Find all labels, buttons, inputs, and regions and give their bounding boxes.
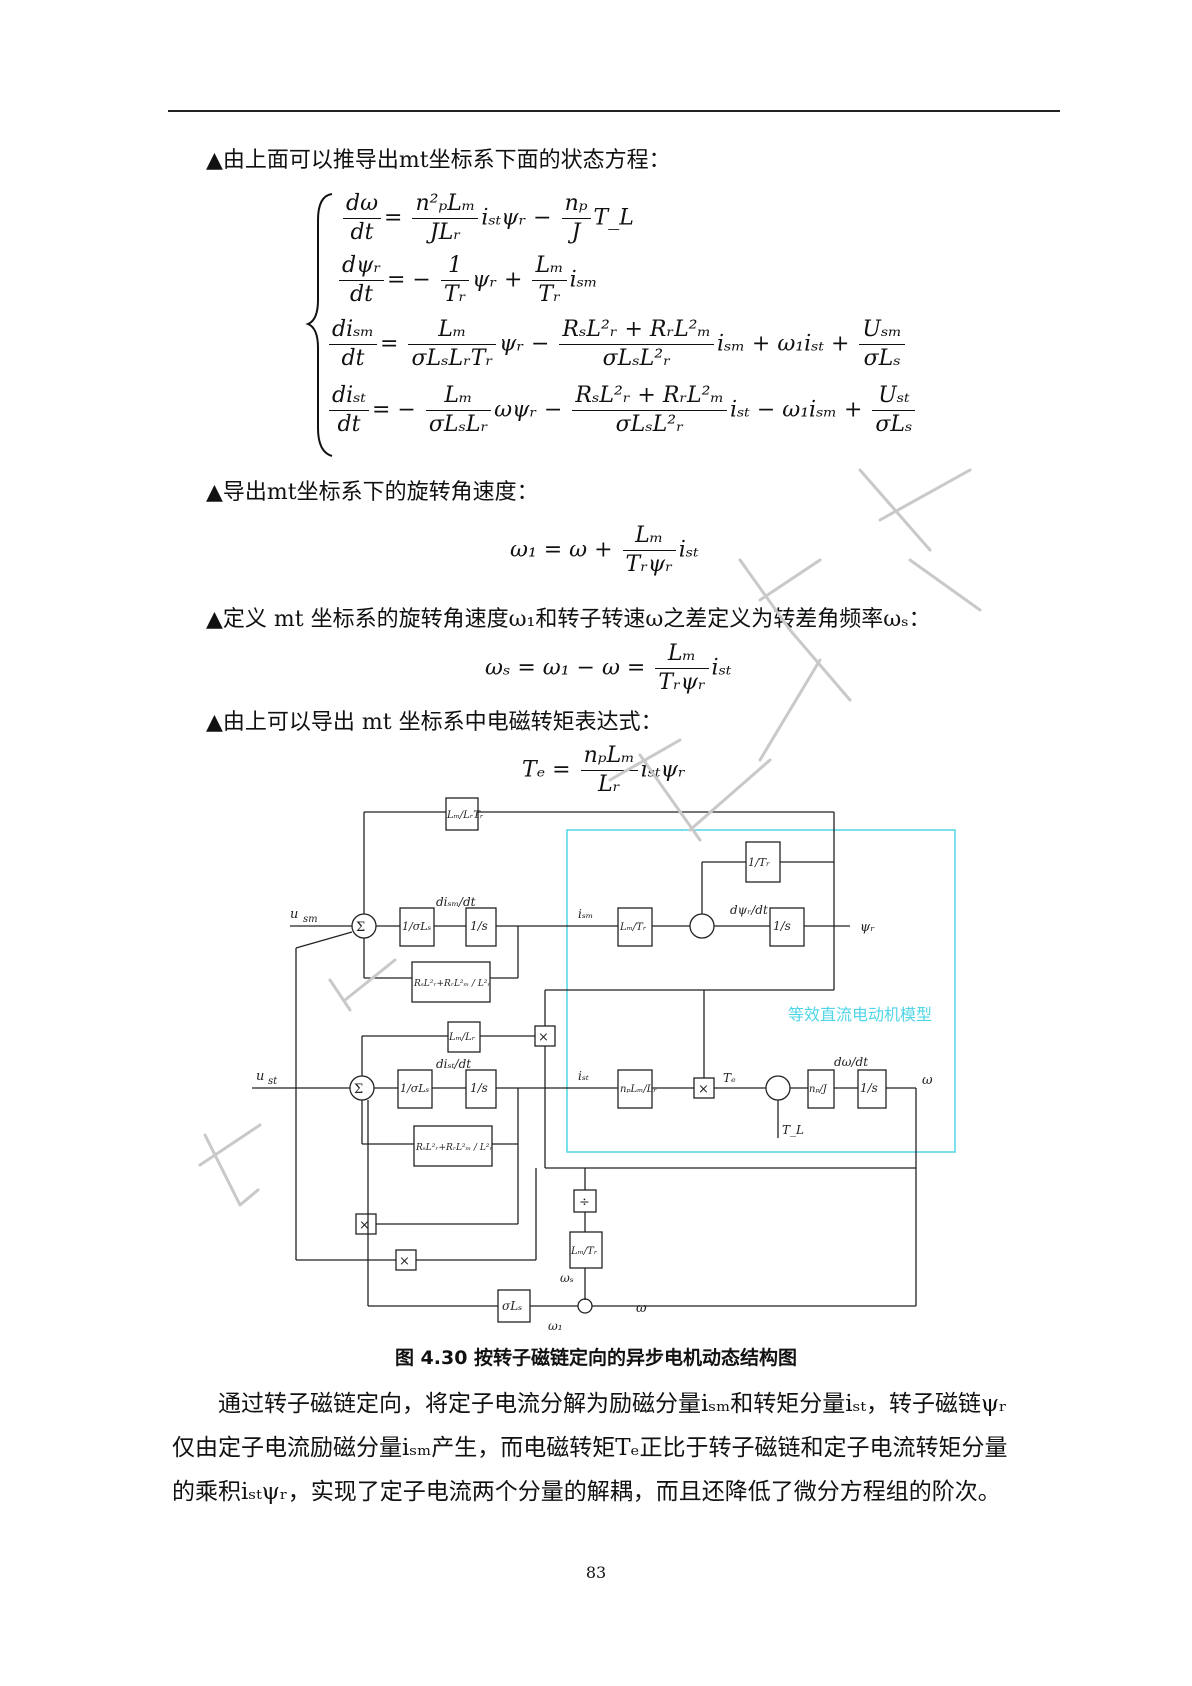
label-inv-tr: 1/Tᵣ <box>748 856 770 869</box>
para-torque-intro: ▲由上可以导出 mt 坐标系中电磁转矩表达式： <box>206 710 663 735</box>
label-i-st: iₛₜ <box>578 1069 589 1083</box>
label-np-lm-over-lr: nₚLₘ/Lᵣ <box>620 1084 657 1095</box>
block-np-lm-over-lr <box>617 1069 653 1109</box>
block-inv-sigma-ls-top <box>399 907 435 947</box>
label-usm: u <box>290 907 298 922</box>
block-r-term-top <box>411 961 491 1003</box>
label-dist-dt: diₛₜ/dt <box>436 1057 471 1071</box>
label-integrator-sm: 1/s <box>470 919 488 933</box>
body-paragraph-line-3: 的乘积iₛₜψᵣ，实现了定子电流两个分量的解耦，而且还降低了微分方程组的阶次。 <box>172 1479 1001 1505</box>
para-rotation-speed-intro: ▲导出mt坐标系下的旋转角速度： <box>206 480 539 505</box>
label-omega-s: ωₛ <box>560 1271 574 1285</box>
label-integrator-st: 1/s <box>470 1081 488 1095</box>
label-lm-over-lr: Lₘ/Lᵣ <box>448 1032 476 1043</box>
label-tl: T_L <box>782 1123 804 1137</box>
label-times-te: × <box>698 1082 709 1097</box>
label-omega-feedback: ω <box>636 1301 647 1316</box>
label-te: Tₑ <box>723 1071 736 1085</box>
label-sigma-ls: σLₛ <box>502 1299 522 1313</box>
page-number: 83 <box>585 1563 607 1582</box>
label-ust: u <box>256 1069 264 1084</box>
label-dpsi-dt: dψᵣ/dt <box>730 903 768 917</box>
label-r-term-top: RₛL²ᵣ+RᵣL²ₘ / L²ᵣ <box>413 979 491 989</box>
block-integrator-sm <box>465 907 497 947</box>
body-paragraph-line-2: 仅由定子电流励磁分量iₛₘ产生，而电磁转矩Tₑ正比于转子磁链和定子电流转矩分量 <box>172 1435 1008 1461</box>
dc-motor-model-box <box>566 829 956 1153</box>
label-i-sm: iₛₘ <box>578 907 593 921</box>
block-np-over-j <box>807 1069 835 1109</box>
sigma-bottom: Σ <box>354 1082 363 1097</box>
block-integrator-psi <box>769 907 805 947</box>
label-inv-sigma-ls-top: 1/σLₛ <box>402 920 432 933</box>
label-dw-dt: dω/dt <box>834 1055 868 1069</box>
block-r-term-bottom <box>413 1125 493 1167</box>
label-dism-dt: diₛₘ/dt <box>436 895 476 909</box>
block-diagram: u sm u st Σ Σ 1/σLₛ 1/σLₛ diₛₘ/dt diₛₜ/d… <box>252 797 956 1333</box>
label-lm-over-tr: Lₘ/Tᵣ <box>619 922 647 933</box>
figure-caption: 图 4.30 按转子磁链定向的异步电机动态结构图 <box>394 1347 798 1369</box>
para-slip-frequency-intro: ▲定义 mt 坐标系的旋转角速度ω₁和转子转速ω之差定义为转差角频率ωₛ： <box>206 607 931 632</box>
label-times-left-2: × <box>399 1254 410 1269</box>
svg-text:sm: sm <box>303 914 318 925</box>
block-inv-sigma-ls-bottom <box>397 1069 433 1109</box>
sigma-top: Σ <box>356 920 365 935</box>
equation-brace <box>305 193 333 457</box>
label-times-left-1: × <box>359 1218 370 1233</box>
svg-text:st: st <box>268 1076 278 1087</box>
label-omega-1: ω₁ <box>548 1319 563 1333</box>
block-lm-over-lrtr <box>445 797 479 831</box>
para-state-equation-intro: ▲由上面可以推导出mt坐标系下面的状态方程： <box>206 148 671 173</box>
label-times-1: × <box>538 1030 549 1045</box>
label-integrator-psi: 1/s <box>773 919 791 933</box>
block-lm-over-lr <box>447 1021 481 1053</box>
label-lm-over-tr-slip: Lₘ/Tᵣ <box>570 1246 598 1257</box>
body-paragraph-line-1: 通过转子磁链定向，将定子电流分解为励磁分量iₛₘ和转矩分量iₛₜ，转子磁链ψᵣ <box>218 1391 1008 1417</box>
label-r-term-bottom: RₛL²ᵣ+RᵣL²ₘ / L²ᵣ <box>415 1143 493 1153</box>
label-inv-sigma-ls-bottom: 1/σLₛ <box>400 1082 430 1095</box>
block-integrator-omega <box>857 1069 887 1109</box>
block-lm-over-tr-slip <box>569 1231 603 1269</box>
label-omega-out: ω <box>922 1073 933 1088</box>
block-lm-over-tr <box>617 907 653 947</box>
label-psi-r: ψᵣ <box>860 920 875 935</box>
label-np-over-j: nₚ/J <box>809 1084 828 1095</box>
label-lm-over-lrtr: Lₘ/LᵣTᵣ <box>446 810 484 821</box>
label-divide: ÷ <box>579 1195 590 1210</box>
block-integrator-st <box>465 1069 497 1109</box>
header-rule <box>168 110 1060 112</box>
dc-motor-model-label: 等效直流电动机模型 <box>788 1005 932 1024</box>
label-integrator-omega: 1/s <box>860 1081 878 1095</box>
